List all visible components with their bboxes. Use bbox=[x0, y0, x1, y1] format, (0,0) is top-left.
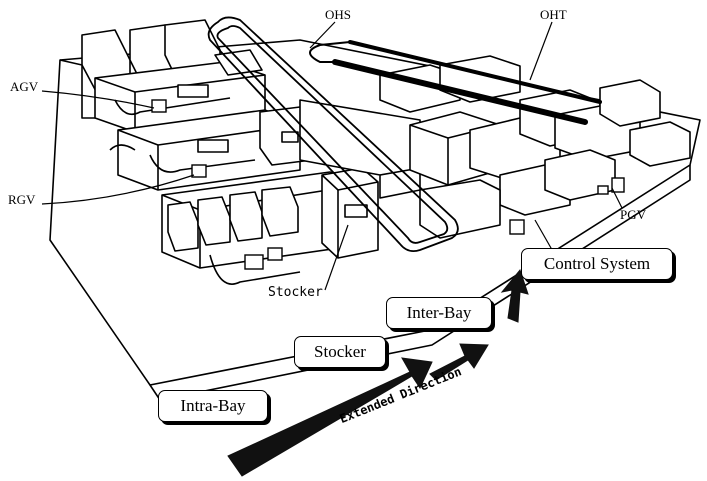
front-tool-1 bbox=[168, 202, 198, 251]
box-intra-bay: Intra-Bay bbox=[158, 390, 268, 422]
pgv-vehicle bbox=[612, 178, 624, 192]
label-oht: OHT bbox=[540, 8, 567, 21]
front-vehicle bbox=[245, 255, 263, 269]
stocker-window bbox=[345, 205, 367, 217]
label-ohs: OHS bbox=[325, 8, 351, 21]
label-agv: AGV bbox=[10, 80, 38, 93]
oht-rail-3 bbox=[320, 42, 350, 45]
pgv-vehicle-2 bbox=[598, 186, 608, 194]
front-tool-2 bbox=[198, 197, 230, 245]
front-vehicle-2 bbox=[268, 248, 282, 260]
box-stocker: Stocker bbox=[294, 336, 386, 368]
oht-leader bbox=[530, 22, 552, 80]
agv-vehicle bbox=[152, 100, 166, 112]
label-rgv: RGV bbox=[8, 193, 35, 206]
label-stocker-callout: Stocker bbox=[268, 286, 323, 299]
rgv-vehicle bbox=[192, 165, 206, 177]
bay2-window bbox=[198, 140, 228, 152]
bay1-window bbox=[178, 85, 208, 97]
front-tool-3 bbox=[230, 192, 262, 241]
box-control-system: Control System bbox=[521, 248, 673, 280]
interbay-tool-7 bbox=[600, 80, 660, 126]
control-vehicle bbox=[510, 220, 524, 234]
front-tool-4 bbox=[262, 187, 298, 236]
control-module-3 bbox=[630, 122, 690, 166]
label-pgv: PGV bbox=[620, 208, 646, 221]
box-inter-bay: Inter-Bay bbox=[386, 297, 492, 329]
